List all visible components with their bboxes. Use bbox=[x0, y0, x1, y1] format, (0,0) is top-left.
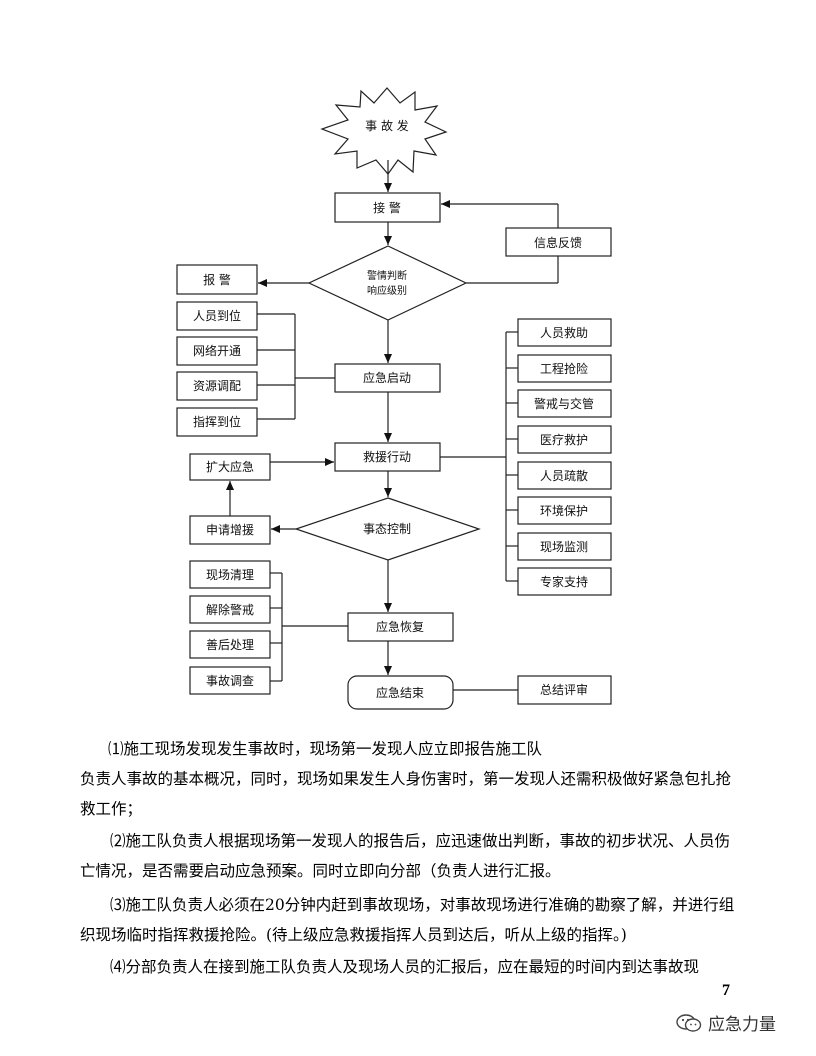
watermark: 应急力量 bbox=[676, 1010, 776, 1035]
action-label-7: 现场监测 bbox=[540, 540, 588, 554]
action-box-5 bbox=[517, 461, 612, 490]
report-label: 报 警 bbox=[203, 272, 231, 287]
expand-box bbox=[189, 453, 271, 481]
prep-box-1 bbox=[176, 301, 258, 331]
recovery-item-box-4 bbox=[189, 666, 271, 695]
page-number: 7 bbox=[722, 982, 730, 999]
action-label-4: 医疗救护 bbox=[540, 432, 588, 447]
recovery-item-label-3: 善后处理 bbox=[206, 637, 254, 652]
receive-alarm-label: 接 警 bbox=[373, 200, 401, 215]
judge-label-2: 响应级别 bbox=[367, 284, 407, 297]
prep-box-2 bbox=[176, 336, 258, 366]
emergency-flowchart: 事 故 发 接 警 信息反馈 报 警 警情判断 响应级别 人员到位 网络开通 资… bbox=[176, 87, 612, 710]
request-box bbox=[189, 515, 271, 545]
recovery-item-label-2: 解除警戒 bbox=[206, 602, 254, 617]
action-label-2: 工程抢险 bbox=[540, 361, 588, 376]
receive-alarm-box bbox=[334, 192, 441, 223]
action-label-8: 专家支持 bbox=[540, 574, 588, 589]
rescue-label: 救援行动 bbox=[363, 449, 411, 464]
action-box-6 bbox=[517, 496, 612, 525]
recovery-item-box-2 bbox=[189, 595, 271, 624]
judge-label-1: 警情判断 bbox=[367, 269, 407, 282]
paragraph-2: ⑵施工队负责人根据现场第一发现人的报告后，应迅速做出判断，事故的初步状况、人员伤… bbox=[80, 832, 731, 880]
judge-diamond bbox=[307, 245, 468, 321]
prep-label-2: 网络开通 bbox=[193, 343, 241, 358]
end-label: 应急结束 bbox=[376, 685, 424, 700]
recovery-item-box-1 bbox=[189, 560, 271, 589]
action-box-8 bbox=[517, 567, 612, 596]
paragraph-1-rest: 负责人事故的基本概况，同时，现场如果发生人身伤害时，第一发现人还需积极做好紧急包… bbox=[80, 770, 732, 818]
end-box bbox=[347, 675, 454, 710]
prep-box-4 bbox=[176, 407, 258, 437]
action-label-1: 人员救助 bbox=[540, 325, 588, 340]
prep-label-1: 人员到位 bbox=[193, 308, 241, 323]
report-box bbox=[176, 264, 258, 295]
watermark-text: 应急力量 bbox=[708, 1015, 776, 1035]
action-label-5: 人员疏散 bbox=[540, 468, 588, 483]
prep-box-3 bbox=[176, 371, 258, 401]
recovery-box bbox=[347, 612, 454, 642]
recovery-item-box-3 bbox=[189, 630, 271, 659]
prep-label-3: 资源调配 bbox=[193, 379, 241, 393]
recovery-label: 应急恢复 bbox=[376, 619, 424, 634]
expand-label: 扩大应急 bbox=[206, 459, 254, 474]
paragraph-3: ⑶施工队负责人必须在20分钟内赶到事故现场，对事故现场进行准确的勘察了解，并进行… bbox=[80, 896, 735, 944]
recovery-item-label-1: 现场清理 bbox=[206, 568, 254, 582]
action-box-7 bbox=[517, 532, 612, 561]
action-box-3 bbox=[517, 389, 612, 418]
paragraph-1-line-1: ⑴施工现场发现发生事故时，现场第一发现人应立即报告施工队 bbox=[108, 740, 543, 758]
summary-box bbox=[517, 675, 612, 705]
action-box-2 bbox=[517, 354, 612, 383]
recovery-item-label-4: 事故调查 bbox=[206, 673, 254, 688]
action-box-4 bbox=[517, 425, 612, 454]
control-label: 事态控制 bbox=[363, 522, 411, 536]
action-box-1 bbox=[517, 318, 612, 347]
request-label: 申请增援 bbox=[206, 523, 254, 537]
action-label-6: 环境保护 bbox=[540, 503, 588, 518]
prep-label-4: 指挥到位 bbox=[193, 414, 241, 429]
summary-label: 总结评审 bbox=[540, 682, 588, 697]
feedback-label: 信息反馈 bbox=[534, 235, 582, 250]
wechat-icon bbox=[676, 1013, 702, 1032]
paragraph-4: ⑷分部负责人在接到施工队负责人及现场人员的汇报后，应在最短的时间内到达事故现 bbox=[110, 958, 700, 976]
start-label: 事 故 发 bbox=[365, 118, 409, 133]
emergency-start-label: 应急启动 bbox=[363, 370, 411, 385]
action-label-3: 警戒与交管 bbox=[534, 396, 594, 411]
